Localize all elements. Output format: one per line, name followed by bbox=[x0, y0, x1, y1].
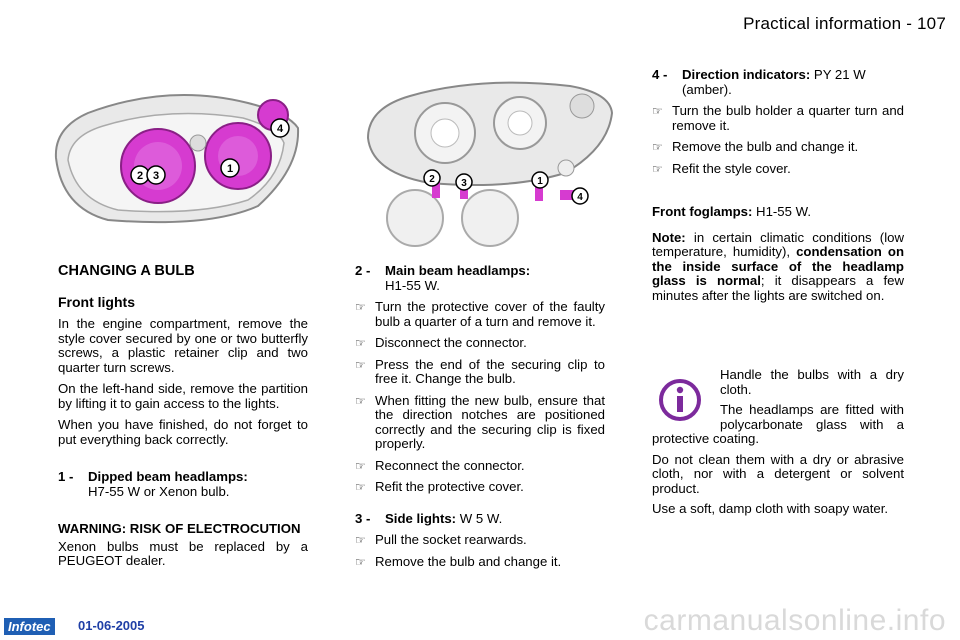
foglamps-value: H1-55 W. bbox=[756, 204, 812, 219]
bullet-item: ☞Turn the protective cover of the faulty… bbox=[355, 299, 605, 329]
foglamps-label: Front foglamps: bbox=[652, 204, 753, 219]
watermark: carmanualsonline.info bbox=[643, 604, 946, 637]
item-value: H1-55 W. bbox=[385, 277, 440, 293]
paragraph: When you have finished, do not forget to… bbox=[58, 417, 308, 447]
callout-1 bbox=[531, 171, 549, 189]
callout-2 bbox=[423, 169, 441, 187]
callout-label-1: 1 bbox=[227, 163, 233, 175]
item-value: H7-55 W or Xenon bulb. bbox=[88, 483, 230, 499]
info-icon bbox=[659, 379, 701, 421]
hand-pointer-icon: ☞ bbox=[355, 458, 366, 473]
item-main-beam: 2 - Main beam headlamps: H1-55 W. bbox=[355, 263, 605, 293]
bullet-item: ☞Reconnect the connector. bbox=[355, 457, 525, 473]
column-1: CHANGING A BULB Front lights In the engi… bbox=[58, 264, 308, 576]
item-title: Side lights: bbox=[385, 510, 457, 526]
bullet-item: ☞Turn the bulb holder a quarter turn and… bbox=[652, 103, 904, 133]
bullet-item: ☞When fitting the new bulb, ensure that … bbox=[355, 392, 605, 451]
hand-pointer-icon: ☞ bbox=[355, 480, 366, 494]
note-emphasis: condensation on the inside surface of th… bbox=[652, 244, 905, 288]
hand-pointer-icon: ☞ bbox=[355, 393, 366, 408]
note-label: Note: bbox=[652, 229, 686, 245]
info-paragraph: Do not clean them with a dry or abrasive… bbox=[652, 451, 904, 496]
hand-pointer-icon: ☞ bbox=[355, 554, 366, 569]
hand-pointer-icon: ☞ bbox=[355, 533, 366, 547]
section-heading: CHANGING A BULB bbox=[58, 263, 195, 279]
callout-label-3: 3 bbox=[153, 170, 159, 182]
info-box: Handle the bulbs with a dry cloth. The h… bbox=[652, 367, 904, 523]
warning-title: WARNING: RISK OF ELECTROCUTION bbox=[58, 521, 301, 536]
paragraph: On the left-hand side, remove the partit… bbox=[58, 381, 308, 411]
item-value: W 5 W. bbox=[459, 510, 503, 526]
callout-3 bbox=[146, 165, 166, 185]
headlamp-figure-1: 1 2 3 4 bbox=[54, 94, 300, 224]
foglamps-line: Front foglamps: H1-55 W. bbox=[652, 204, 904, 220]
hand-pointer-icon: ☞ bbox=[355, 300, 366, 314]
callout-label-4: 4 bbox=[577, 192, 583, 203]
headlamp-figure-2: 1 2 3 4 bbox=[366, 81, 614, 247]
page-header: Practical information - 107 bbox=[743, 14, 946, 33]
bullet-item: ☞Press the end of the securing clip to f… bbox=[355, 356, 605, 386]
hand-pointer-icon: ☞ bbox=[652, 140, 663, 154]
callout-1 bbox=[220, 158, 240, 178]
callout-label-2: 2 bbox=[429, 174, 435, 185]
callout-label-2: 2 bbox=[137, 170, 143, 182]
paragraph: In the engine compartment, remove the st… bbox=[58, 316, 308, 375]
column-2: 2 - Main beam headlamps: H1-55 W. ☞Turn … bbox=[355, 263, 605, 576]
bullet-item: ☞Remove the bulb and change it. bbox=[652, 139, 859, 154]
item-title: Dipped beam headlamps: bbox=[88, 469, 248, 484]
bullet-item: ☞Pull the socket rearwards. bbox=[355, 532, 527, 547]
subsection-heading: Front lights bbox=[58, 293, 135, 310]
callout-4 bbox=[270, 118, 290, 138]
info-paragraph: The headlamps are fitted with polycarbon… bbox=[652, 402, 904, 446]
item-value: PY 21 W (amber). bbox=[682, 67, 866, 97]
item-dipped-beam: 1 - Dipped beam headlamps: H7-55 W or Xe… bbox=[58, 469, 308, 499]
infotec-badge: Infotec bbox=[4, 618, 55, 635]
item-number: 1 - bbox=[58, 469, 74, 484]
item-side-lights: 3 - Side lights: W 5 W. bbox=[355, 510, 605, 527]
column-3: 4 - Direction indicators: PY 21 W (amber… bbox=[652, 67, 905, 310]
info-paragraph: Use a soft, damp cloth with soapy water. bbox=[652, 501, 889, 516]
bullet-item: ☞Remove the bulb and change it. bbox=[355, 553, 562, 569]
footer-date: 01-06-2005 bbox=[78, 618, 145, 633]
item-number: 3 - bbox=[355, 510, 371, 526]
item-direction-indicators: 4 - Direction indicators: PY 21 W (amber… bbox=[652, 67, 904, 97]
callout-label-3: 3 bbox=[461, 178, 467, 189]
hand-pointer-icon: ☞ bbox=[355, 336, 366, 350]
bullet-item: ☞Refit the style cover. bbox=[652, 160, 791, 176]
callout-4 bbox=[571, 187, 589, 205]
bullet-item: ☞Refit the protective cover. bbox=[355, 479, 524, 494]
item-title: Direction indicators: bbox=[682, 67, 811, 82]
info-paragraph: Handle the bulbs with a dry cloth. bbox=[720, 367, 904, 397]
hand-pointer-icon: ☞ bbox=[652, 161, 663, 176]
callout-3 bbox=[455, 173, 473, 191]
callout-label-1: 1 bbox=[537, 176, 543, 187]
warning-text: Xenon bulbs must be replaced by a PEUGEO… bbox=[58, 538, 308, 568]
hand-pointer-icon: ☞ bbox=[652, 104, 663, 118]
bullet-item: ☞Disconnect the connector. bbox=[355, 335, 527, 350]
item-number: 2 - bbox=[355, 263, 371, 278]
note-paragraph: Note: in certain climatic conditions (lo… bbox=[652, 229, 905, 303]
item-title: Main beam headlamps: bbox=[385, 263, 531, 278]
callout-label-4: 4 bbox=[277, 123, 284, 135]
item-number: 4 - bbox=[652, 67, 668, 82]
hand-pointer-icon: ☞ bbox=[355, 357, 366, 372]
